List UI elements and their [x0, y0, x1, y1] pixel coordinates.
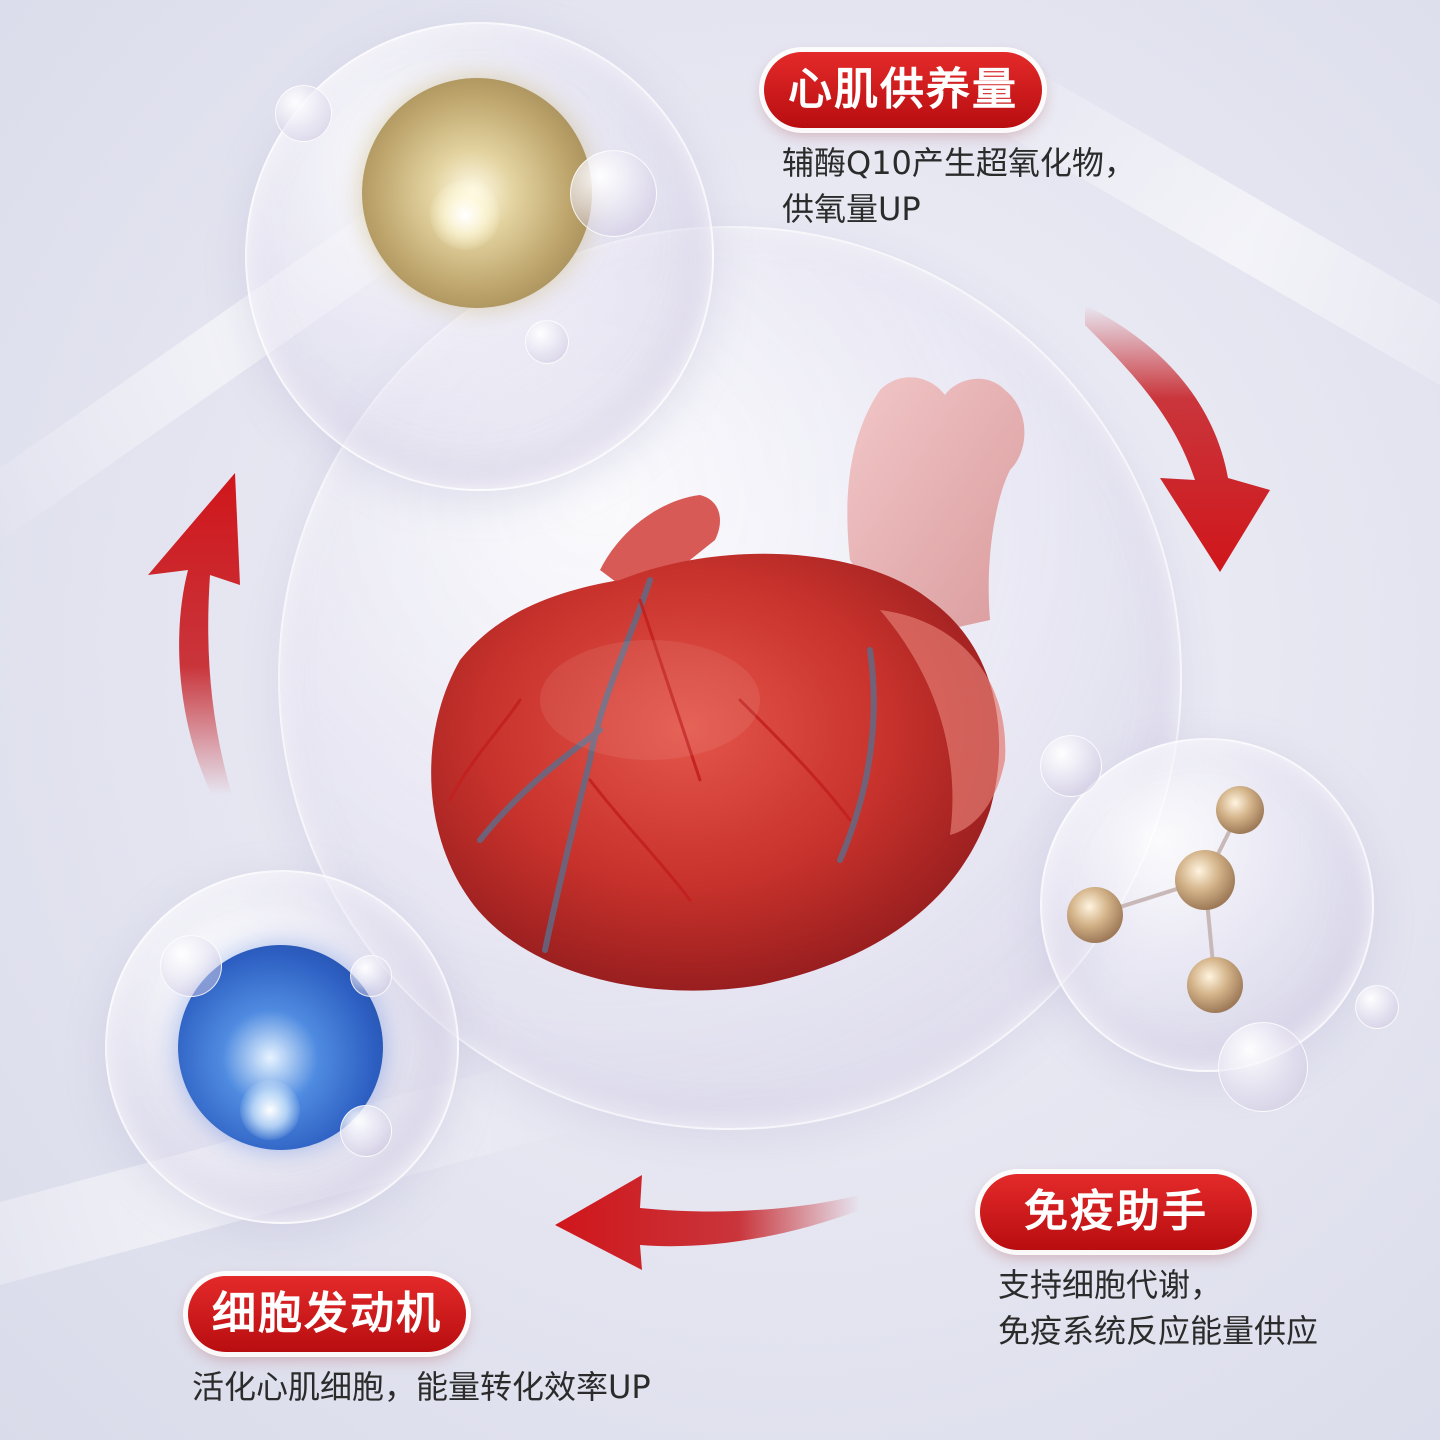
small-bubble [160, 935, 222, 997]
small-bubble [1355, 985, 1399, 1029]
desc-line: 支持细胞代谢， [998, 1266, 1223, 1304]
cycle-arrow-icon [148, 473, 240, 795]
small-bubble [1218, 1022, 1308, 1112]
label-myocardial-supply: 心肌供养量 [764, 52, 1042, 128]
desc-myocardial-supply: 辅酶Q10产生超氧化物， 供氧量UP [782, 140, 1136, 232]
small-bubble [570, 150, 657, 237]
desc-cell-engine: 活化心肌细胞，能量转化效率UP [192, 1364, 651, 1410]
label-immune-helper: 免疫助手 [980, 1174, 1252, 1250]
cycle-arrow-icon [1085, 305, 1270, 572]
desc-line: 免疫系统反应能量供应 [998, 1312, 1319, 1350]
small-bubble [275, 85, 332, 142]
cell-glow [240, 1080, 300, 1140]
desc-line: 辅酶Q10产生超氧化物， [782, 144, 1136, 182]
desc-line: 活化心肌细胞，能量转化效率UP [192, 1368, 651, 1406]
label-cell-engine: 细胞发动机 [188, 1276, 466, 1352]
small-bubble [1040, 735, 1102, 797]
desc-line: 供氧量UP [782, 190, 921, 228]
small-bubble [350, 955, 392, 997]
coenzyme-glow [430, 180, 500, 250]
desc-immune-helper: 支持细胞代谢， 免疫系统反应能量供应 [998, 1262, 1318, 1354]
cycle-arrow-icon [555, 1175, 860, 1270]
small-bubble [340, 1105, 392, 1157]
small-bubble [525, 320, 569, 364]
